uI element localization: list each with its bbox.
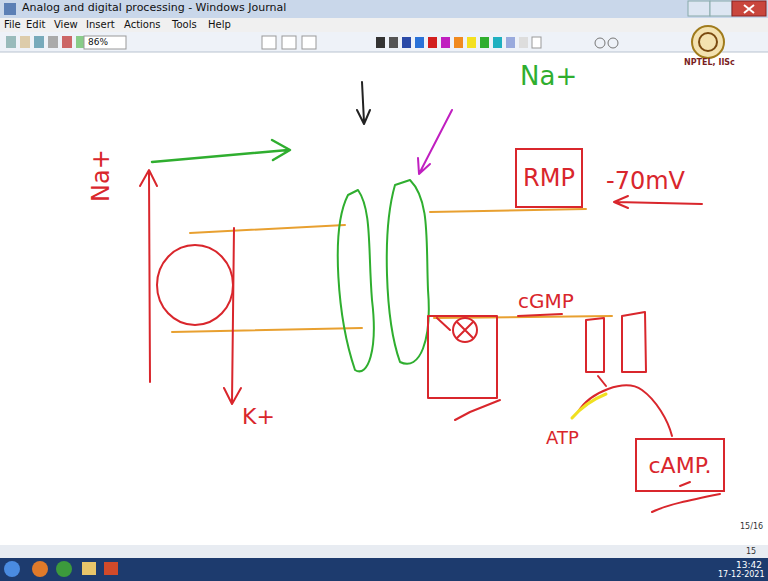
channel-arrow xyxy=(418,110,452,174)
menu-item: View xyxy=(54,19,78,31)
node-text: cAMP. xyxy=(649,453,712,478)
channel-arrow xyxy=(357,82,370,124)
clock-date: 17-12-2021 xyxy=(718,570,765,579)
ion-label: K+ xyxy=(242,404,275,429)
reaction-arc xyxy=(572,394,606,418)
potential-box: RMP xyxy=(515,148,583,208)
nptel-logo xyxy=(692,26,724,58)
close-glyph xyxy=(744,5,754,13)
menu-item: Help xyxy=(208,19,231,31)
menu-bar xyxy=(0,18,768,32)
node-text: RMP xyxy=(523,164,575,192)
pointer-arrow xyxy=(614,196,702,208)
status-bar xyxy=(0,545,768,558)
ion-channel xyxy=(338,190,374,371)
menu-item: Actions xyxy=(124,19,161,31)
substrate-label: ATP xyxy=(546,428,579,449)
enzyme-shape xyxy=(586,318,604,372)
app-icon xyxy=(4,3,16,15)
underline xyxy=(518,314,562,316)
efflux-arrow xyxy=(224,228,241,404)
logo-text: NPTEL, IISc xyxy=(684,58,735,67)
membrane-line xyxy=(430,209,586,212)
close-button xyxy=(732,1,766,16)
enzyme-shape xyxy=(622,312,646,372)
toolbar xyxy=(0,32,768,52)
taskbar xyxy=(0,558,768,581)
ion-label: Na+ xyxy=(88,149,116,202)
taskbar-icons xyxy=(4,561,118,577)
reaction-arc xyxy=(578,386,672,436)
ion-channel xyxy=(387,180,429,364)
minimize-button xyxy=(688,1,710,16)
axon-membrane xyxy=(172,328,362,332)
toolbar-border xyxy=(0,52,768,53)
axon-membrane xyxy=(190,225,345,233)
window-title: Analog and digital processing - Windows … xyxy=(22,2,286,15)
check-mark xyxy=(652,494,720,512)
block-symbol xyxy=(453,318,477,342)
maximize-button xyxy=(710,1,732,16)
voltage-label: -70mV xyxy=(606,168,685,196)
menu-item: Edit xyxy=(26,19,45,31)
menu-item: File xyxy=(4,19,21,31)
menu-item: Insert xyxy=(86,19,115,31)
check-mark xyxy=(455,400,500,420)
menu-item: Tools xyxy=(172,19,197,31)
sketch xyxy=(140,82,720,512)
messenger-box: cAMP. xyxy=(635,438,725,492)
title-bar xyxy=(0,0,768,18)
toolbar-icons xyxy=(6,36,618,49)
direction-arrow xyxy=(152,140,290,162)
cell-body xyxy=(157,245,233,325)
page-number: 15/16 xyxy=(740,522,763,531)
messenger-label: cGMP xyxy=(518,290,574,313)
ion-label: Na+ xyxy=(520,62,577,92)
zoom-level: 86% xyxy=(88,37,108,47)
blocked-box xyxy=(428,316,497,398)
influx-arrow xyxy=(140,170,157,382)
clock-time: 13:42 xyxy=(736,560,762,570)
page-number: 15 xyxy=(746,547,756,556)
